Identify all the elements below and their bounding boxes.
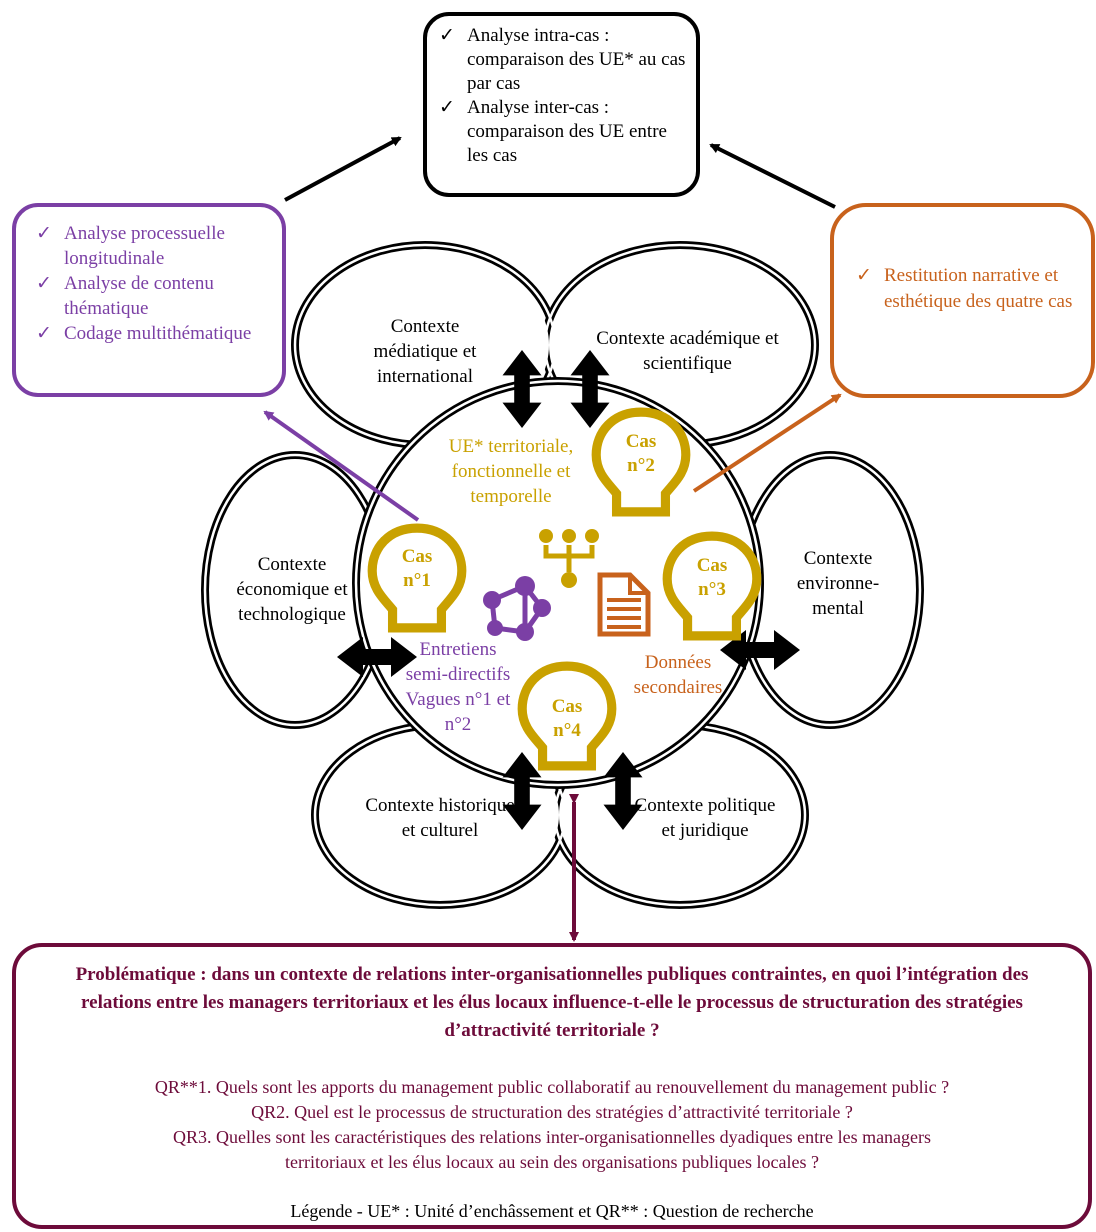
petal-label-mediatique: Contexte médiatique et international: [373, 316, 477, 387]
top-item-1: ✓Analyse intra-cas : comparaison des UE*…: [439, 25, 686, 94]
check-icon: ✓: [36, 273, 52, 294]
arrow-to-top-right: [709, 143, 836, 209]
case-4-label: Cas n°4: [551, 696, 583, 741]
problem-box: Problématique : dans un contexte de rela…: [12, 943, 1092, 1229]
legend-text: Légende - UE* : Unité d’enchâssement et …: [290, 1201, 814, 1221]
left-box: ✓Analyse processuelle longitudinale ✓Ana…: [12, 203, 286, 397]
petal-label-economique: Contexte économique et technologique: [236, 554, 348, 625]
petal-label-historique: Contexte historique et culturel: [365, 795, 515, 841]
right-box: ✓Restitution narrative et esthétique des…: [830, 203, 1095, 398]
entretiens-label: Entretiens semi-directifs Vagues n°1 et …: [405, 639, 511, 735]
petal-label-environnemental: Contexte environne- mental: [796, 548, 880, 619]
case-1-label: Cas n°1: [401, 546, 433, 591]
petal-label-politique: Contexte politique et juridique: [634, 795, 776, 841]
question-3: QR3. Quelles sont les caractéristiques d…: [172, 1127, 932, 1172]
case-2-label: Cas n°2: [625, 431, 657, 476]
top-box: ✓Analyse intra-cas : comparaison des UE*…: [423, 12, 700, 197]
right-item-1: ✓Restitution narrative et esthétique des…: [856, 265, 1073, 312]
check-icon: ✓: [439, 97, 455, 118]
question-1: QR**1. Quels sont les apports du managem…: [154, 1077, 950, 1097]
petal-label-academique: Contexte académique et scientifique: [596, 328, 779, 374]
network-icon: [483, 576, 551, 641]
case-3-label: Cas n°3: [696, 555, 728, 600]
left-item-3: ✓Codage multithématique: [36, 323, 252, 344]
check-icon: ✓: [856, 265, 872, 286]
questions-block: QR**1. Quels sont les apports du managem…: [44, 1075, 1060, 1175]
left-item-1: ✓Analyse processuelle longitudinale: [36, 223, 225, 269]
question-2: QR2. Quel est le processus de structurat…: [251, 1102, 853, 1122]
top-item-2: ✓Analyse inter-cas : comparaison des UE …: [439, 97, 667, 166]
problematique-text: Problématique : dans un contexte de rela…: [75, 964, 1029, 1041]
hierarchy-icon: [539, 529, 599, 588]
arrow-to-left-box: [263, 410, 420, 522]
ue-label: UE* territoriale, fonctionnelle et tempo…: [448, 436, 574, 507]
donnees-label: Données secondaires: [633, 652, 723, 698]
check-icon: ✓: [36, 223, 52, 244]
document-icon: [597, 572, 651, 637]
left-item-2: ✓Analyse de contenu thématique: [36, 273, 214, 319]
check-icon: ✓: [36, 323, 52, 344]
check-icon: ✓: [439, 25, 455, 46]
arrow-to-right-box: [692, 393, 842, 493]
arrow-to-top-left: [284, 136, 402, 202]
